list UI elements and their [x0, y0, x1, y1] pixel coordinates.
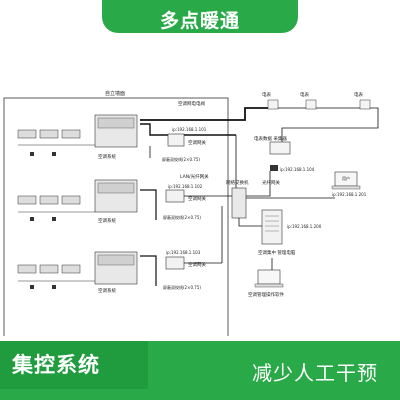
indoor-unit: [39, 129, 59, 139]
software-label: 空调管理操作软件: [248, 291, 284, 298]
network-switch: [231, 187, 247, 219]
ip-label-4: ip:192.168.1.104: [280, 167, 315, 172]
user-label: 用户: [342, 175, 350, 181]
shield-cable-1: 屏蔽双绞线(2×0.75): [162, 156, 200, 162]
ac-system-label: 空调系统: [98, 153, 116, 160]
floor-1: 空调系统: [17, 114, 138, 160]
system-diagram: 自立墙面 空调系统 空调系统 空调系统 空调网电电阀: [3, 90, 379, 336]
ip-label-3: ip:192.168.1.103: [166, 250, 201, 255]
gateway-1: [167, 133, 185, 147]
meter-collector-label: 电表数据 采集器: [254, 135, 287, 142]
building-label: 自立墙面: [105, 90, 125, 97]
ac-system-label: 空调系统: [98, 287, 116, 294]
ip-label-1: ip:192.168.1.101: [172, 127, 207, 132]
meters: 电表 电表 电表: [262, 91, 379, 142]
footer-slogan: 减少人工干预: [252, 361, 378, 385]
gateway-2: [165, 189, 185, 203]
ip-label-2: ip:192.168.1.102: [168, 184, 203, 189]
indoor-unit: [61, 129, 81, 139]
svg-text:电表: 电表: [262, 91, 271, 98]
meter-icon: [267, 99, 279, 110]
building-outline: [3, 97, 229, 336]
page-title: 多点暖通: [159, 10, 240, 32]
floor-3: 空调系统: [17, 251, 138, 294]
meter-icon: [359, 99, 371, 110]
fiber-label: 光纤网关: [262, 179, 280, 186]
gateway-label: 空调网电电阀: [178, 100, 205, 107]
bottom-banner: 集控系统 减少人工干预: [0, 341, 400, 400]
ip-server-label: ip:192.168.1.200: [287, 224, 322, 229]
ac-system-label: 空调系统: [98, 217, 116, 224]
fiber-device: [270, 165, 278, 171]
meter-icon: [305, 99, 317, 110]
svg-text:电表: 电表: [354, 91, 363, 98]
shield-cable-3: 屏蔽双绞线(2×0.75): [163, 284, 201, 290]
shield-cable-2: 屏蔽双绞线(2×0.75): [163, 214, 201, 220]
gateway-3: [165, 256, 185, 270]
bottom-left-block: 集控系统: [0, 341, 148, 389]
indoor-unit: [17, 129, 37, 139]
gateway-1-label: 空调网关: [188, 139, 206, 146]
meter-collector: [269, 141, 291, 155]
gateway-2-label: 空调网关: [188, 195, 206, 202]
svg-text:电表: 电表: [300, 91, 309, 98]
gateway-3-label: 空调网关: [188, 261, 206, 268]
footer-title: 集控系统: [12, 353, 100, 377]
floor-2: 空调系统: [17, 179, 138, 224]
software-laptop: [257, 269, 281, 285]
server-tower: [261, 209, 283, 245]
ip-user-label: ip:192.168.1.201: [332, 192, 367, 197]
top-banner: 多点暖通: [0, 0, 400, 38]
top-pill: [102, 0, 298, 33]
server-label: 空调集中 管理电脑: [258, 249, 296, 256]
switch-label: 网络交换机: [226, 179, 249, 186]
lan-converter-label: LAN/光纤网关: [180, 173, 209, 180]
